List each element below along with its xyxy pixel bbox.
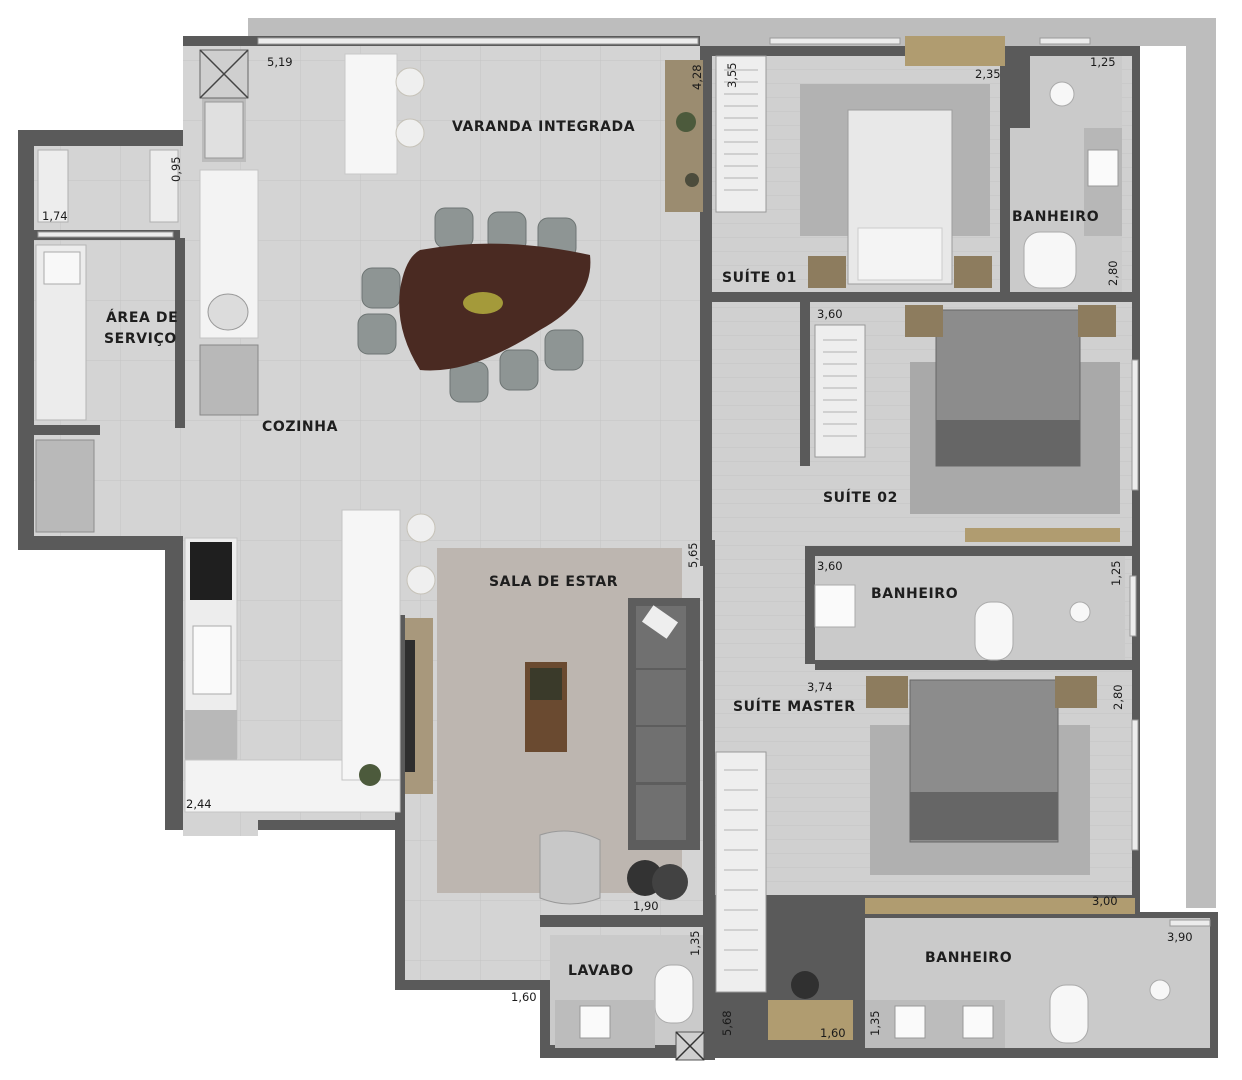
area-servico-furniture bbox=[35, 49, 249, 533]
dim-3-60-a: 3,60 bbox=[817, 307, 843, 321]
label-banheiro-suite01: BANHEIRO bbox=[1012, 209, 1099, 225]
dim-3-55: 3,55 bbox=[725, 62, 739, 88]
varanda-decor bbox=[395, 60, 703, 595]
dim-3-90: 3,90 bbox=[1167, 930, 1193, 944]
dim-1-60-b: 1,60 bbox=[820, 1026, 846, 1040]
label-suite-02: SUÍTE 02 bbox=[823, 489, 898, 506]
dim-1-90: 1,90 bbox=[633, 899, 659, 913]
label-sala-de-estar: SALA DE ESTAR bbox=[489, 574, 618, 590]
wardrobe-hangers bbox=[724, 69, 857, 971]
sala-furniture bbox=[359, 548, 700, 905]
label-area-de-servico-line1: ÁREA DE bbox=[106, 309, 178, 326]
dim-1-25-mid: 1,25 bbox=[1109, 560, 1123, 586]
dim-3-00: 3,00 bbox=[1092, 894, 1118, 908]
kitchen-counters bbox=[184, 53, 401, 813]
label-cozinha: COZINHA bbox=[262, 419, 338, 435]
label-area-de-servico-line2: SERVIÇO bbox=[104, 331, 177, 347]
dim-2-80-top: 2,80 bbox=[1106, 260, 1120, 286]
dim-0-95: 0,95 bbox=[169, 156, 183, 182]
dim-2-44: 2,44 bbox=[186, 797, 212, 811]
dim-2-35: 2,35 bbox=[975, 67, 1001, 81]
dim-2-80-mid: 2,80 bbox=[1111, 684, 1125, 710]
bathroom-fixtures bbox=[555, 81, 1171, 1061]
dim-1-25-top: 1,25 bbox=[1090, 55, 1116, 69]
label-varanda-integrada: VARANDA INTEGRADA bbox=[452, 119, 635, 135]
dining-set bbox=[357, 207, 591, 403]
label-suite-master: SUÍTE MASTER bbox=[733, 698, 856, 715]
dim-1-60-a: 1,60 bbox=[511, 990, 537, 1004]
label-banheiro-suite02: BANHEIRO bbox=[871, 586, 958, 602]
dim-1-74: 1,74 bbox=[42, 209, 68, 223]
label-lavabo: LAVABO bbox=[568, 963, 634, 979]
dim-5-19: 5,19 bbox=[267, 55, 293, 69]
dim-3-74: 3,74 bbox=[807, 680, 833, 694]
dim-5-65: 5,65 bbox=[686, 542, 700, 568]
room-labels: VARANDA INTEGRADA SUÍTE 01 ÁREA DE SERVI… bbox=[104, 119, 1099, 979]
windows bbox=[37, 37, 1211, 927]
dim-1-35-a: 1,35 bbox=[688, 930, 702, 956]
dim-1-35-b: 1,35 bbox=[868, 1010, 882, 1036]
dimension-labels: 5,19 4,28 3,55 2,35 1,25 0,95 1,74 2,80 … bbox=[42, 55, 1193, 1040]
dim-5-68: 5,68 bbox=[720, 1010, 734, 1036]
dim-3-60-b: 3,60 bbox=[817, 559, 843, 573]
dim-4-28: 4,28 bbox=[690, 64, 704, 90]
label-banheiro-master: BANHEIRO bbox=[925, 950, 1012, 966]
label-suite-01: SUÍTE 01 bbox=[722, 269, 797, 286]
bedroom-furniture bbox=[768, 36, 1135, 1040]
